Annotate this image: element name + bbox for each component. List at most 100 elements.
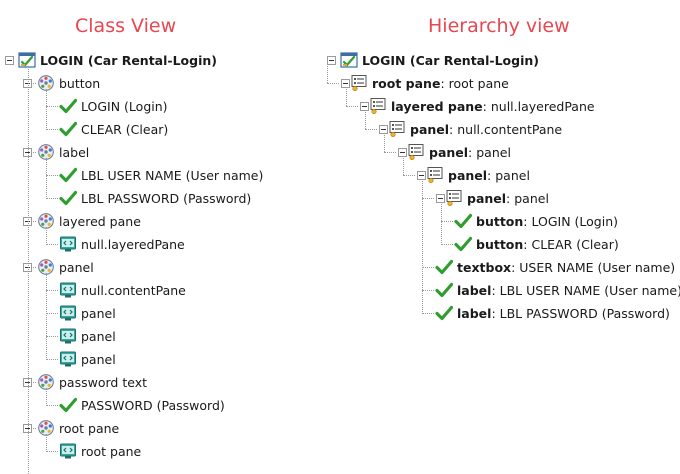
hier-node-expander-2[interactable] — [379, 125, 388, 134]
component-screen-icon — [59, 304, 77, 322]
tree-line — [28, 66, 29, 474]
check-icon — [454, 212, 472, 230]
hier-node-7[interactable]: button: CLEAR (Clear) — [454, 234, 619, 254]
window-check-icon — [18, 51, 36, 69]
tree-line — [46, 313, 58, 314]
class-group-1[interactable]: label — [37, 142, 89, 162]
hier-node-8-type: textbox — [457, 259, 512, 275]
container-panel-icon — [445, 189, 463, 207]
class-item-2-0[interactable]: null.layeredPane — [59, 234, 185, 254]
hier-node-2[interactable]: panel: null.contentPane — [388, 119, 562, 139]
class-group-expander-5[interactable] — [23, 424, 32, 433]
tree-line — [46, 451, 58, 452]
class-group-4[interactable]: password text — [37, 372, 147, 392]
container-panel-icon — [350, 74, 368, 92]
class-root-node-label: LOGIN (Car Rental-Login) — [40, 52, 217, 68]
class-group-0[interactable]: button — [37, 73, 100, 93]
hier-node-expander-3[interactable] — [398, 148, 407, 157]
tree-line — [46, 405, 58, 406]
class-group-expander-3[interactable] — [23, 263, 32, 272]
class-group-expander-2[interactable] — [23, 217, 32, 226]
class-group-expander-4[interactable] — [23, 378, 32, 387]
check-icon — [59, 189, 77, 207]
component-screen-icon — [59, 327, 77, 345]
class-group-expander-0[interactable] — [23, 79, 32, 88]
hier-root-node[interactable]: LOGIN (Car Rental-Login) — [340, 50, 539, 70]
tree-line — [28, 221, 36, 222]
class-group-3-label: panel — [59, 259, 94, 275]
gear-class-icon — [37, 258, 55, 276]
class-view-heading: Class View — [75, 15, 177, 37]
class-group-expander-1[interactable] — [23, 148, 32, 157]
hier-node-10[interactable]: label: LBL PASSWORD (Password) — [435, 303, 670, 323]
class-item-4-0-label: PASSWORD (Password) — [81, 397, 225, 413]
tree-line — [28, 428, 36, 429]
tree-line — [46, 388, 47, 406]
hier-node-0[interactable]: root pane: root pane — [350, 73, 509, 93]
class-item-3-0[interactable]: null.contentPane — [59, 280, 186, 300]
hier-node-2-label: panel: null.contentPane — [410, 121, 563, 137]
tree-line — [46, 273, 47, 360]
class-group-5[interactable]: root pane — [37, 418, 119, 438]
class-group-2[interactable]: layered pane — [37, 211, 141, 231]
hier-node-1[interactable]: layered pane: null.layeredPane — [369, 96, 595, 116]
hier-node-4[interactable]: panel: panel — [426, 165, 530, 185]
tree-line — [346, 106, 358, 107]
hier-node-9-label: label: LBL USER NAME (User name) — [457, 282, 680, 298]
class-item-3-2[interactable]: panel — [59, 326, 116, 346]
gear-class-icon — [37, 74, 55, 92]
hier-node-1-label: layered pane: null.layeredPane — [391, 98, 595, 114]
hier-node-9[interactable]: label: LBL USER NAME (User name) — [435, 280, 680, 300]
tree-line — [422, 313, 434, 314]
hier-node-expander-4[interactable] — [417, 171, 426, 180]
class-group-4-label: password text — [59, 374, 147, 390]
class-item-3-3[interactable]: panel — [59, 349, 116, 369]
class-item-3-3-label: panel — [81, 351, 116, 367]
hier-root-expander[interactable] — [327, 56, 336, 65]
tree-line — [441, 244, 453, 245]
hier-node-5[interactable]: panel: panel — [445, 188, 549, 208]
tree-line — [28, 83, 36, 84]
class-group-5-label: root pane — [59, 420, 120, 436]
class-item-4-0[interactable]: PASSWORD (Password) — [59, 395, 225, 415]
check-icon — [59, 166, 77, 184]
hier-node-0-type: root pane — [372, 75, 441, 91]
class-item-1-0[interactable]: LBL USER NAME (User name) — [59, 165, 263, 185]
class-item-0-1-label: CLEAR (Clear) — [81, 121, 169, 137]
check-icon — [59, 396, 77, 414]
tree-line — [327, 83, 339, 84]
hier-node-8[interactable]: textbox: USER NAME (User name) — [435, 257, 675, 277]
class-item-1-1[interactable]: LBL PASSWORD (Password) — [59, 188, 251, 208]
class-item-0-0[interactable]: LOGIN (Login) — [59, 96, 168, 116]
tree-line — [422, 290, 434, 291]
hier-node-expander-0[interactable] — [341, 79, 350, 88]
class-item-5-0[interactable]: root pane — [59, 441, 141, 461]
tree-line — [46, 359, 58, 360]
class-item-3-1[interactable]: panel — [59, 303, 116, 323]
class-group-3[interactable]: panel — [37, 257, 94, 277]
tree-line — [403, 158, 404, 175]
tree-line — [46, 158, 47, 199]
class-item-0-1[interactable]: CLEAR (Clear) — [59, 119, 168, 139]
component-screen-icon — [59, 442, 77, 460]
gear-class-icon — [37, 212, 55, 230]
class-item-3-1-label: panel — [81, 305, 116, 321]
tree-line — [46, 89, 47, 130]
container-panel-icon — [426, 166, 444, 184]
hier-node-3[interactable]: panel: panel — [407, 142, 511, 162]
hier-node-6-type: button — [476, 213, 524, 229]
hier-node-6[interactable]: button: LOGIN (Login) — [454, 211, 618, 231]
hier-node-expander-5[interactable] — [436, 194, 445, 203]
class-root-expander[interactable] — [5, 56, 14, 65]
class-root-node[interactable]: LOGIN (Car Rental-Login) — [18, 50, 217, 70]
class-item-3-0-label: null.contentPane — [81, 282, 186, 298]
hier-node-3-label: panel: panel — [429, 144, 511, 160]
hier-node-9-type: label — [457, 282, 492, 298]
tree-line — [28, 267, 36, 268]
hier-node-expander-1[interactable] — [360, 102, 369, 111]
gear-class-icon — [37, 143, 55, 161]
hier-node-8-label: textbox: USER NAME (User name) — [457, 259, 676, 275]
hier-node-4-type: panel — [448, 167, 488, 183]
class-item-2-0-label: null.layeredPane — [81, 236, 185, 252]
component-screen-icon — [59, 350, 77, 368]
